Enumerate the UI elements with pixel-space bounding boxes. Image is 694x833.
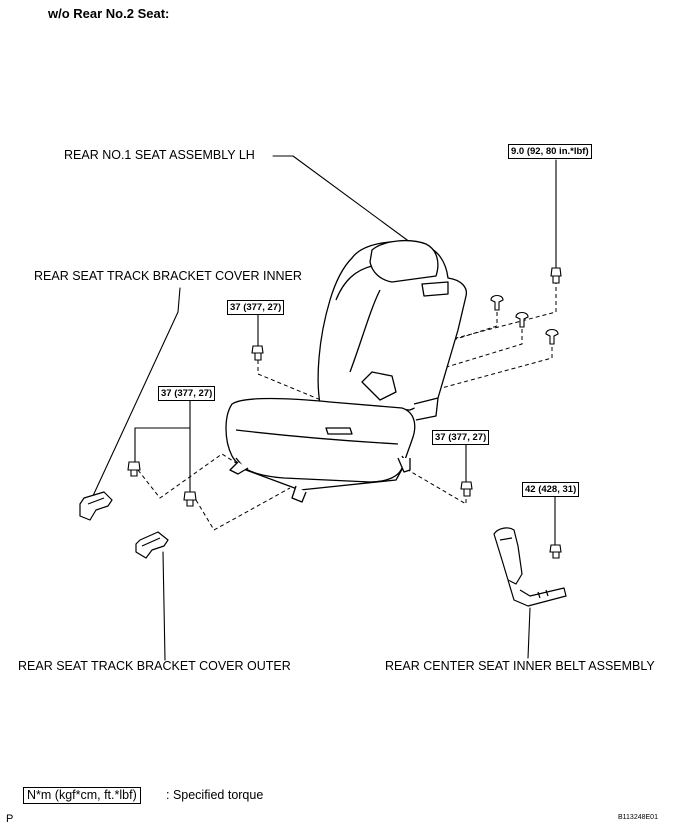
leader-belt (527, 607, 531, 659)
label-seat-assembly: REAR NO.1 SEAT ASSEMBLY LH (64, 148, 255, 162)
footer-code: B113248E01 (618, 814, 658, 821)
bolt-right (460, 481, 473, 497)
leader-cover-outer (162, 551, 166, 661)
leader-seat-assembly (272, 155, 419, 249)
clip-3 (545, 328, 559, 345)
legend-unit-box: N*m (kgf*cm, ft.*lbf) (23, 787, 141, 804)
belt-bracket (507, 579, 567, 607)
label-belt-assembly: REAR CENTER SEAT INNER BELT ASSEMBLY (385, 659, 655, 673)
dash-clip-3 (389, 340, 553, 403)
leader-torque-left (134, 399, 191, 493)
torque-top-right: 9.0 (92, 80 in.*lbf) (508, 144, 592, 159)
cover-inner-part (79, 491, 113, 521)
torque-right: 37 (377, 27) (432, 430, 490, 445)
torque-upper-left: 37 (377, 27) (227, 300, 285, 315)
footer-left-mark: P (6, 813, 14, 825)
bolt-left-2 (183, 491, 197, 507)
torque-left: 37 (377, 27) (158, 386, 216, 401)
bolt-belt (549, 544, 562, 559)
torque-belt: 42 (428, 31) (522, 482, 580, 497)
dash-bolt-right (407, 469, 467, 505)
clip-2 (515, 311, 529, 328)
bolt-upper-left (251, 345, 264, 361)
dash-bolt-left-2 (195, 487, 291, 531)
label-cover-inner: REAR SEAT TRACK BRACKET COVER INNER (34, 269, 302, 283)
page-heading: w/o Rear No.2 Seat: (48, 6, 170, 21)
bolt-top-right (550, 267, 562, 284)
seat-headrest (369, 239, 439, 283)
dash-bolt-left-1 (137, 453, 245, 499)
belt-buckle (493, 527, 523, 585)
seat-cushion (225, 397, 416, 483)
clip-1 (490, 294, 504, 311)
leader-cover-inner (91, 287, 181, 499)
label-cover-outer: REAR SEAT TRACK BRACKET COVER OUTER (18, 659, 291, 673)
legend-text: : Specified torque (166, 788, 264, 802)
bolt-left-1 (127, 461, 141, 477)
